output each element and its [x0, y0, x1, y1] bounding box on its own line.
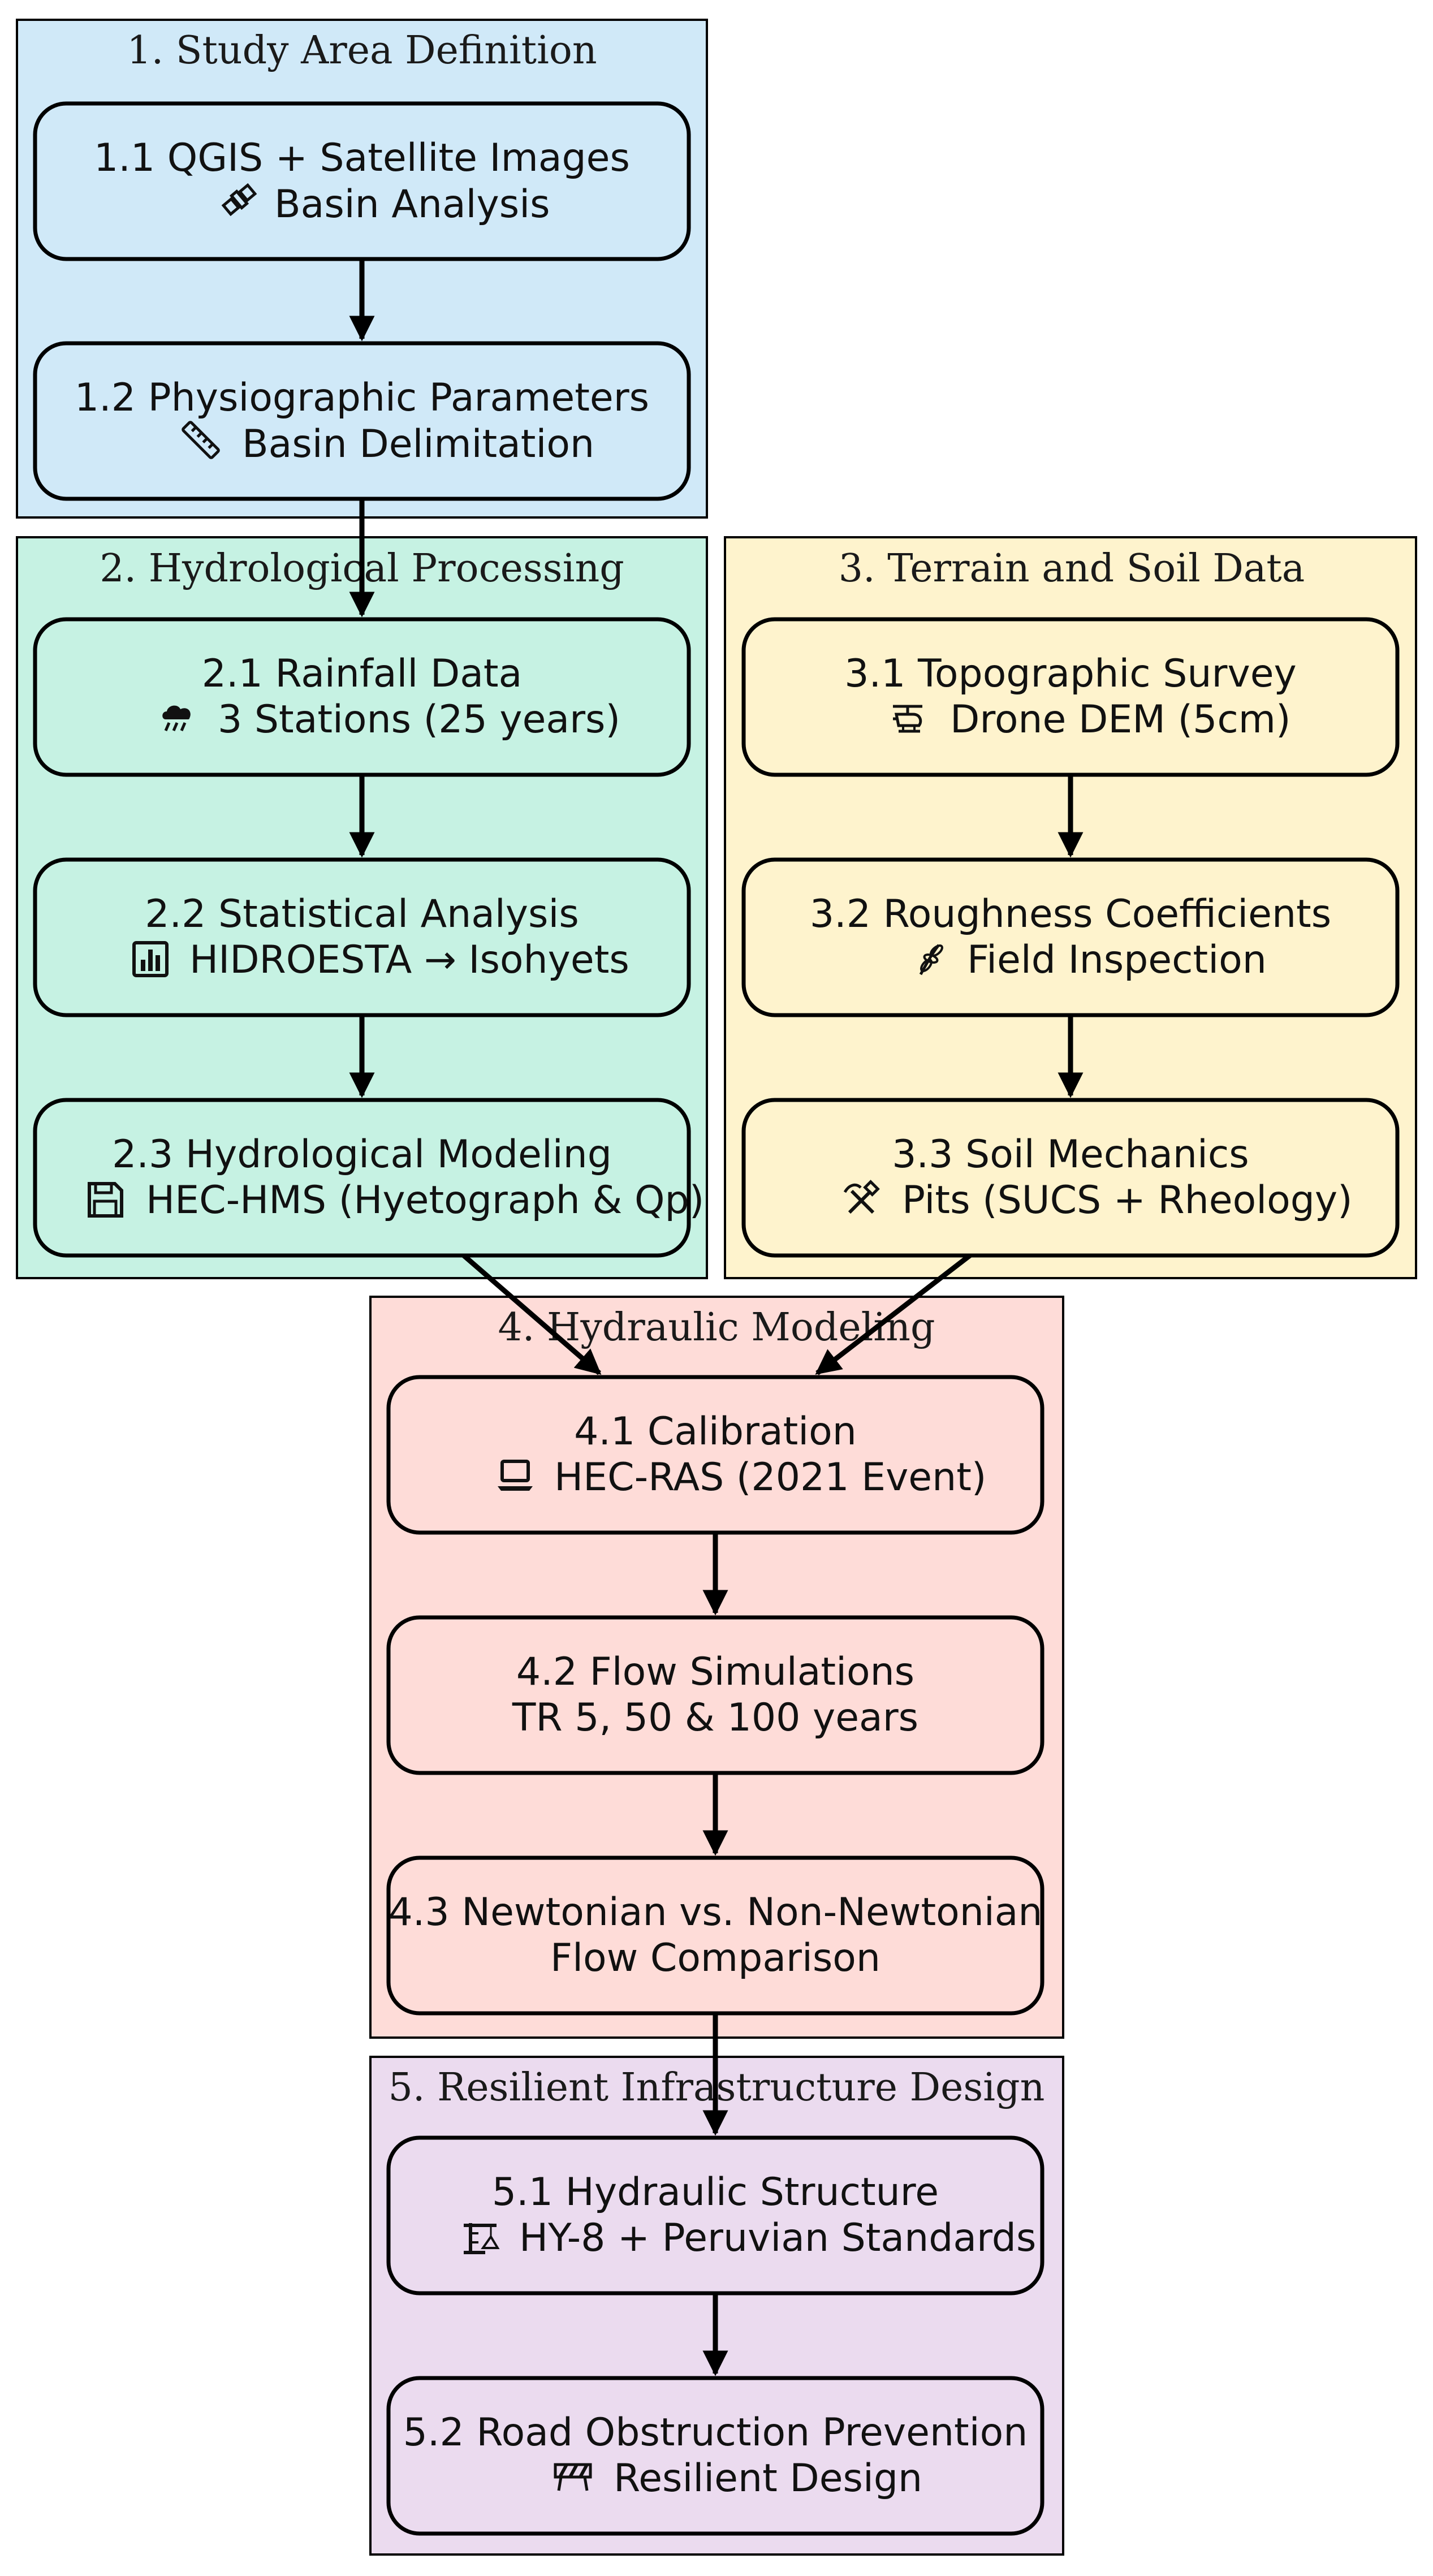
cluster-title: 1. Study Area Definition — [127, 28, 597, 73]
node-subtitle: 3 Stations (25 years) — [218, 697, 620, 742]
satellite-icon — [221, 183, 257, 217]
node-subtitle: Pits (SUCS + Rheology) — [902, 1178, 1353, 1223]
node-roughness-coefficients[interactable]: 3.2 Roughness Coefficients Field Inspect… — [741, 857, 1400, 1017]
node-hydrological-modeling[interactable]: 2.3 Hydrological Modeling HEC-HMS (Hyeto… — [33, 1098, 704, 1258]
edge-3-3-to-4-1 — [815, 1253, 972, 1375]
laptop-icon — [498, 1460, 533, 1491]
construction-icon — [464, 2223, 500, 2254]
node-subtitle: HY-8 + Peruvian Standards — [519, 2216, 1036, 2260]
node-title: 2.1 Rainfall Data — [202, 651, 523, 696]
node-subtitle: Field Inspection — [967, 938, 1267, 982]
node-topographic-survey[interactable]: 3.1 Topographic Survey Drone DEM (5cm) — [741, 617, 1400, 777]
cluster-title: 4. Hydraulic Modeling — [498, 1305, 935, 1350]
node-title: 1.2 Physiographic Parameters — [75, 376, 649, 420]
edge-2-3-to-4-1 — [462, 1253, 602, 1375]
node-title: 4.3 Newtonian vs. Non-Newtonian — [388, 1890, 1042, 1935]
node-flow-comparison[interactable]: 4.3 Newtonian vs. Non-Newtonian Flow Com… — [386, 1856, 1044, 2016]
node-calibration[interactable]: 4.1 Calibration HEC-RAS (2021 Event) — [386, 1375, 1044, 1535]
node-qgis-satellite[interactable]: 1.1 QGIS + Satellite Images Basin Analys… — [33, 101, 691, 261]
ruler-icon — [182, 421, 220, 459]
node-subtitle: Resilient Design — [614, 2456, 922, 2501]
node-title: 3.2 Roughness Coefficients — [810, 892, 1331, 937]
node-physiographic-parameters[interactable]: 1.2 Physiographic Parameters Basin Delim… — [33, 341, 691, 501]
node-title: 5.2 Road Obstruction Prevention — [403, 2410, 1028, 2455]
node-subtitle: Basin Delimitation — [242, 422, 594, 467]
node-subtitle: Drone DEM (5cm) — [950, 697, 1291, 742]
node-rainfall-data[interactable]: 2.1 Rainfall Data 3 Stations (25 years) — [33, 617, 691, 777]
node-title: 3.1 Topographic Survey — [844, 651, 1297, 696]
node-title: 4.2 Flow Simulations — [516, 1650, 914, 1694]
node-title: 2.2 Statistical Analysis — [145, 892, 579, 937]
node-subtitle: HEC-HMS (Hyetograph & Qp) — [146, 1178, 704, 1223]
node-title: 5.1 Hydraulic Structure — [492, 2170, 939, 2215]
node-subtitle: Flow Comparison — [550, 1936, 880, 1980]
node-title: 1.1 QGIS + Satellite Images — [94, 136, 630, 180]
node-statistical-analysis[interactable]: 2.2 Statistical Analysis HIDROESTA → Iso… — [33, 857, 691, 1017]
node-subtitle: HIDROESTA → Isohyets — [189, 938, 629, 982]
barrier-icon — [554, 2463, 592, 2491]
herb-icon — [919, 944, 943, 976]
node-flow-simulations[interactable]: 4.2 Flow Simulations TR 5, 50 & 100 year… — [386, 1615, 1044, 1775]
cluster-title: 3. Terrain and Soil Data — [839, 546, 1305, 591]
node-soil-mechanics[interactable]: 3.3 Soil Mechanics Pits (SUCS + Rheology… — [741, 1098, 1400, 1258]
helicopter-icon — [893, 705, 922, 733]
rain-cloud-icon — [162, 705, 191, 731]
floppy-disk-icon — [88, 1182, 123, 1218]
node-road-obstruction-prevention[interactable]: 5.2 Road Obstruction Prevention Resilien… — [386, 2376, 1044, 2536]
node-subtitle: HEC-RAS (2021 Event) — [554, 1455, 986, 1500]
node-subtitle: TR 5, 50 & 100 years — [512, 1695, 918, 1740]
node-subtitle: Basin Analysis — [274, 182, 550, 227]
node-hydraulic-structure[interactable]: 5.1 Hydraulic Structure HY-8 + Peruvian … — [386, 2135, 1044, 2295]
node-title: 2.3 Hydrological Modeling — [112, 1132, 612, 1177]
node-title: 4.1 Calibration — [574, 1409, 857, 1454]
bar-chart-icon — [132, 941, 169, 977]
node-title: 3.3 Soil Mechanics — [892, 1132, 1249, 1177]
hammer-pick-icon — [843, 1180, 880, 1214]
